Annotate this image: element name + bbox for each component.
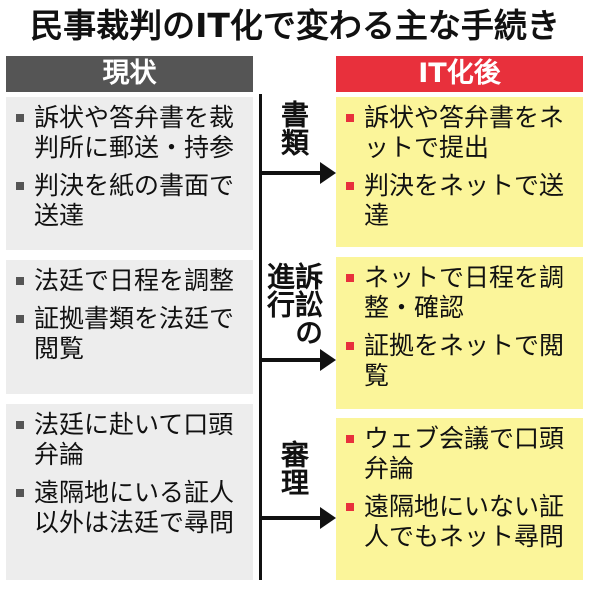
- section-label-documents: 書類: [277, 100, 310, 156]
- item-text: ネットで日程を調整・確認: [364, 263, 565, 322]
- list-item: 証拠をネットで閲覧: [346, 331, 575, 391]
- bullet-icon: [346, 435, 354, 443]
- list-item: 法廷で日程を調整: [16, 266, 245, 296]
- list-item: 証拠書類を法廷で閲覧: [16, 304, 245, 364]
- item-text: 遠隔地にいる証人以外は法廷で尋問: [34, 478, 235, 537]
- list-item: 遠隔地にいる証人以外は法廷で尋問: [16, 478, 245, 538]
- arrow-right-icon: [320, 507, 336, 529]
- bullet-icon: [16, 182, 24, 190]
- list-item: 法廷に赴いて口頭弁論: [16, 410, 245, 470]
- bullet-icon: [16, 489, 24, 497]
- item-text: 判決を紙の書面で送達: [34, 171, 235, 230]
- list-item: 遠隔地にいない証人でもネット尋問: [346, 492, 575, 552]
- section-progress-after-box: ネットで日程を調整・確認 証拠をネットで閲覧: [336, 257, 583, 409]
- item-text: ウェブ会議で口頭弁論: [364, 424, 565, 483]
- bullet-icon: [16, 277, 24, 285]
- section-documents-after-box: 訴状や答弁書をネットで提出 判決をネットで送達: [336, 97, 583, 247]
- item-text: 遠隔地にいない証人でもネット尋問: [364, 492, 565, 551]
- list-item: 訴状や答弁書を裁判所に郵送・持参: [16, 103, 245, 163]
- section-label-hearing: 審理: [277, 440, 310, 496]
- item-text: 法廷で日程を調整: [34, 266, 235, 295]
- section-documents-current-box: 訴状や答弁書を裁判所に郵送・持参 判決を紙の書面で送達: [6, 97, 253, 250]
- arrow-line: [259, 358, 323, 362]
- arrow-right-icon: [320, 349, 336, 371]
- section-hearing-current-box: 法廷に赴いて口頭弁論 遠隔地にいる証人以外は法廷で尋問: [6, 404, 253, 580]
- arrow-line: [259, 171, 323, 175]
- item-text: 証拠書類を法廷で閲覧: [34, 304, 235, 363]
- bullet-icon: [16, 315, 24, 323]
- current-column-header: 現状: [6, 56, 253, 92]
- diagram-title: 民事裁判のIT化で変わる主な手続き: [30, 6, 560, 45]
- item-text: 法廷に赴いて口頭弁論: [34, 410, 234, 469]
- section-hearing-after-box: ウェブ会議で口頭弁論 遠隔地にいない証人でもネット尋問: [336, 418, 583, 580]
- item-text: 訴状や答弁書をネットで提出: [364, 103, 565, 162]
- item-text: 判決をネットで送達: [364, 171, 565, 230]
- item-text: 証拠をネットで閲覧: [364, 331, 565, 390]
- bullet-icon: [16, 421, 24, 429]
- list-item: 判決を紙の書面で送達: [16, 171, 245, 231]
- bullet-icon: [16, 114, 24, 122]
- after-column-header: IT化後: [336, 56, 583, 92]
- section-label-progress-line1: 訴訟の: [291, 262, 324, 346]
- divider-line: [259, 94, 262, 580]
- bullet-icon: [346, 342, 354, 350]
- bullet-icon: [346, 274, 354, 282]
- list-item: 判決をネットで送達: [346, 171, 575, 231]
- arrow-right-icon: [320, 162, 336, 184]
- bullet-icon: [346, 114, 354, 122]
- section-label-progress-line2: 進行: [263, 262, 296, 318]
- bullet-icon: [346, 182, 354, 190]
- item-text: 訴状や答弁書を裁判所に郵送・持参: [34, 103, 235, 162]
- bullet-icon: [346, 503, 354, 511]
- list-item: 訴状や答弁書をネットで提出: [346, 103, 575, 163]
- arrow-line: [259, 516, 323, 520]
- list-item: ネットで日程を調整・確認: [346, 263, 575, 323]
- section-progress-current-box: 法廷で日程を調整 証拠書類を法廷で閲覧: [6, 260, 253, 394]
- list-item: ウェブ会議で口頭弁論: [346, 424, 575, 484]
